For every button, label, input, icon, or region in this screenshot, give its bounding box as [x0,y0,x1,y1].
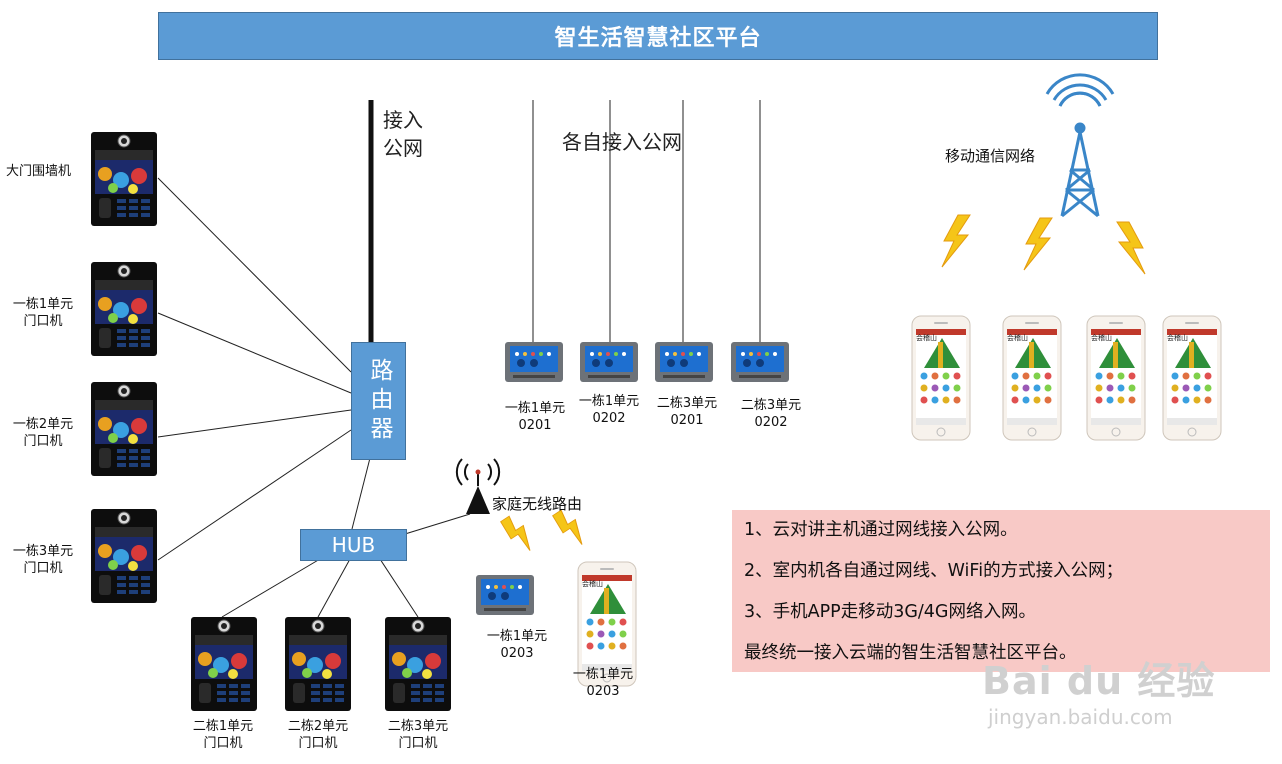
link-gate-router [157,177,352,373]
link-b1u2-router [157,409,352,438]
link-hub-b2u2 [317,558,351,618]
door-unit-b1u1 [90,261,158,357]
watermark-url: jingyan.baidu.com [988,705,1173,729]
note-line: 最终统一接入云端的智生活智慧社区平台。 [744,643,1077,663]
page-title: 智生活智慧社区平台 [158,12,1158,60]
door-unit-label: 二栋1单元门口机 [192,719,254,751]
phone-screen-title: 会稽山 [916,334,937,342]
door-unit-gate [90,131,158,227]
door-unit-b2u1 [190,616,258,712]
indoor-monitor-home [476,575,534,615]
indoor-monitor-3 [655,342,713,382]
door-unit-label: 一栋1单元门口机 [12,297,74,329]
link-hub-homerouter [404,513,471,535]
door-unit-label: 二栋2单元门口机 [287,719,349,751]
phone-screen-title: 会稽山 [1091,334,1112,342]
indoor-monitor-4 [731,342,789,382]
hub-box: HUB [300,529,407,561]
indoor-monitor-2 [580,342,638,382]
bolt-icon [941,214,971,268]
door-unit-b1u3 [90,508,158,604]
door-unit-b2u3 [384,616,452,712]
link-router-hub [351,457,371,530]
note-line: 2、室内机各自通过网线、WiFi的方式接入公网； [744,561,1124,581]
door-unit-label: 一栋2单元门口机 [12,417,74,449]
bolt-icon [488,515,551,552]
home-router-label: 家庭无线路由 [492,495,583,513]
link-b1u1-router [157,312,352,394]
phone-screen-title: 会稽山 [582,580,603,588]
bolt-icon [1116,221,1146,275]
link-hub-b2u1 [221,558,321,618]
bolt-icon [1023,217,1053,271]
bolt-icon [540,509,603,546]
door-unit-b1u2 [90,381,158,477]
notes-box: 1、云对讲主机通过网线接入公网。 2、室内机各自通过网线、WiFi的方式接入公网… [732,510,1270,672]
link-hub-b2u3 [379,558,419,618]
cell-tower-icon [1045,73,1115,218]
note-line: 1、云对讲主机通过网线接入公网。 [744,520,1018,540]
phone-screen-title: 会稽山 [1007,334,1028,342]
watermark: Bai du 经验 jingyan.baidu.com [982,650,1222,740]
access-public-net-label: 接入公网 [383,108,423,160]
link-b1u3-router [157,429,352,561]
watermark-logo: Bai du 经验 [982,659,1216,703]
router-box: 路由器 [351,342,406,460]
door-unit-label: 一栋3单元门口机 [12,544,74,576]
door-unit-label: 大门围墙机 [6,164,72,179]
each-access-label: 各自接入公网 [562,130,682,154]
mobile-network-label: 移动通信网络 [945,147,1036,165]
door-unit-label: 二栋3单元门口机 [387,719,449,751]
wireless-router-icon [455,458,501,514]
indoor-monitor-1 [505,342,563,382]
door-unit-b2u2 [284,616,352,712]
router-label: 路由器 [366,357,392,445]
note-line: 3、手机APP走移动3G/4G网络入网。 [744,602,1036,622]
phone-screen-title: 会稽山 [1167,334,1188,342]
